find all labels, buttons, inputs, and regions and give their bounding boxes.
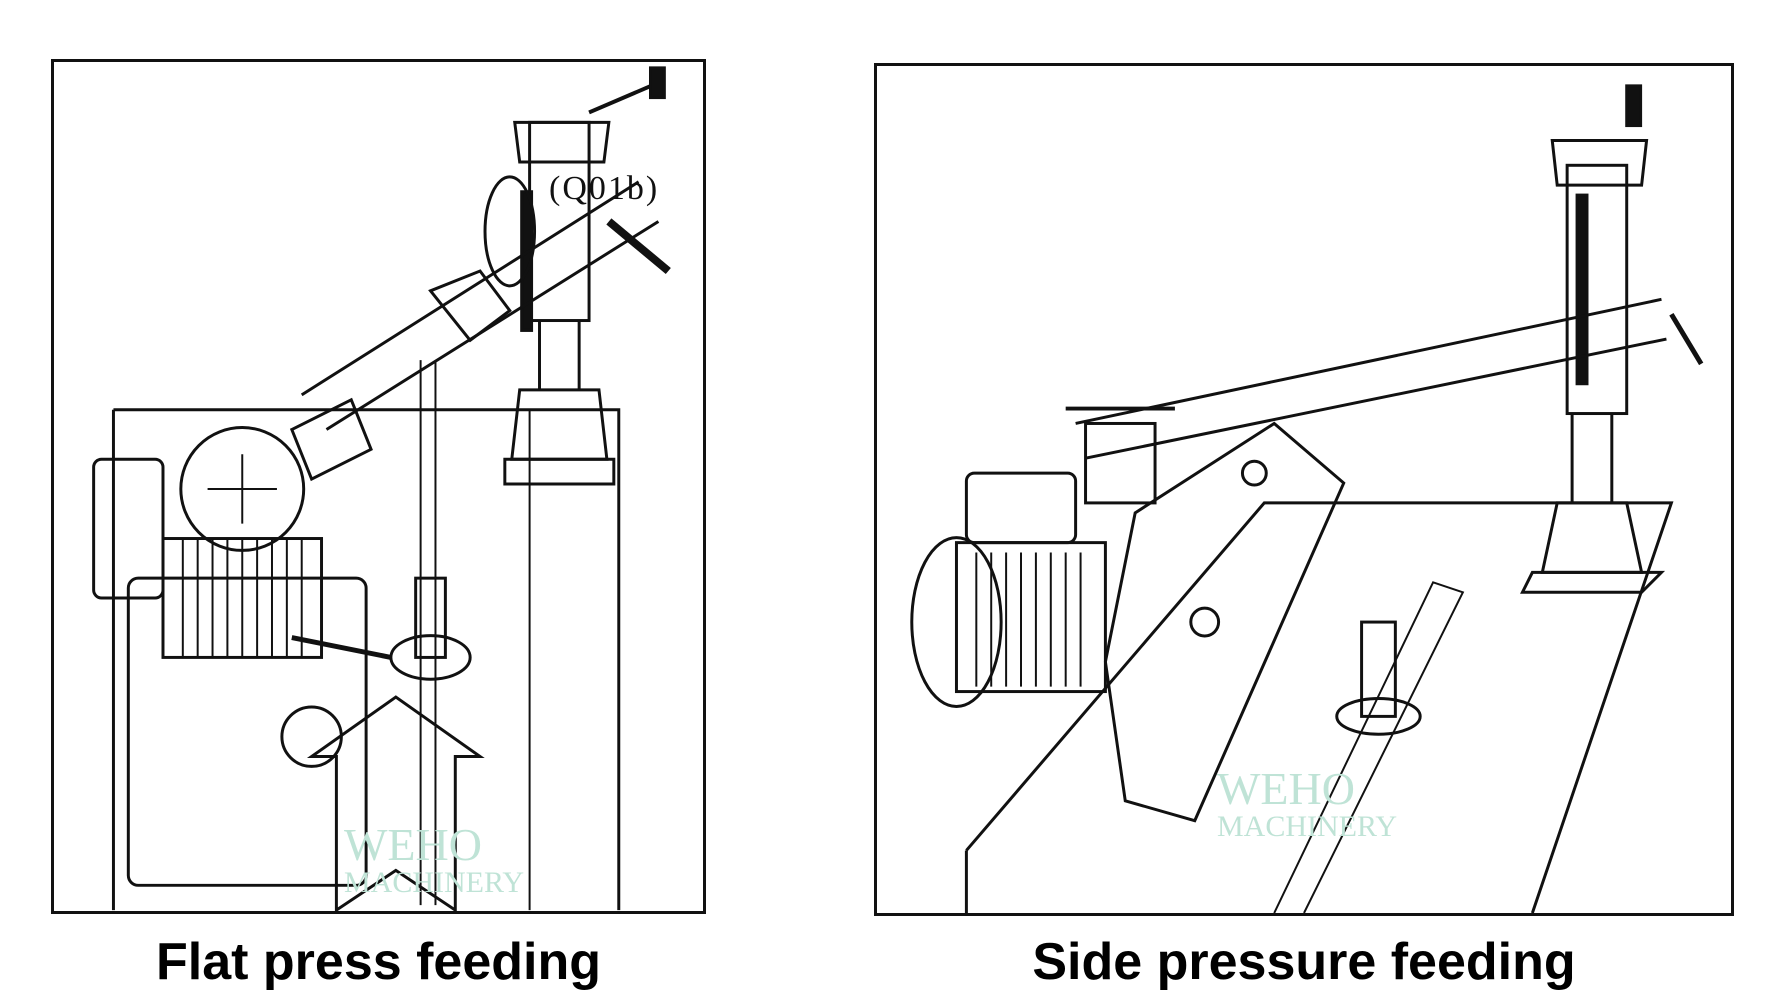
- table-outline: [113, 408, 621, 911]
- motor: [910, 536, 1003, 708]
- table-outline: [965, 501, 1674, 913]
- flat-press-feeding-diagram: (Q01b) WEHO MACHINERY: [51, 59, 706, 914]
- watermark: WEHO MACHINERY: [344, 819, 525, 899]
- caption-flat-press-feeding: Flat press feeding: [156, 933, 601, 991]
- caption-side-pressure-feeding: Side pressure feeding: [1032, 933, 1576, 991]
- column: [528, 120, 591, 323]
- flat-press-feeder-drawing: [92, 66, 671, 911]
- arm: [300, 180, 660, 431]
- gearbox: [126, 576, 368, 887]
- part-label: (Q01b): [549, 170, 660, 207]
- side-pressure-feeder-drawing: [910, 84, 1704, 913]
- handwheel: [483, 175, 537, 288]
- column: [1565, 163, 1629, 416]
- watermark: WEHO MACHINERY: [1217, 763, 1398, 843]
- feeder-head: [1103, 421, 1346, 823]
- side-pressure-feeding-diagram: WEHO MACHINERY: [874, 63, 1734, 916]
- arm: [1075, 297, 1667, 460]
- feed-direction-arrow: [306, 695, 485, 911]
